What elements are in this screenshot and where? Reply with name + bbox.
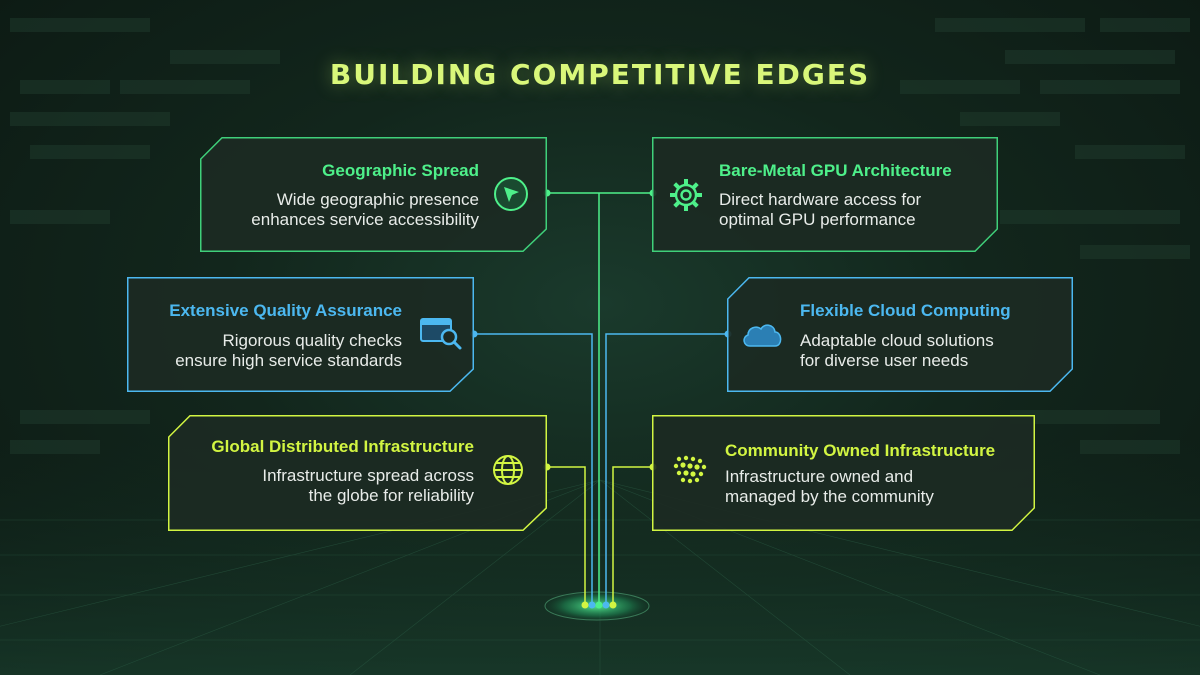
card-description-line2: enhances service accessibility xyxy=(251,210,479,229)
card-geographic-spread: Geographic Spread Wide geographic presen… xyxy=(200,137,547,252)
card-global-distributed: Global Distributed Infrastructure Infras… xyxy=(168,415,547,531)
card-description-line2: the globe for reliability xyxy=(308,486,474,505)
card-description-line1: Wide geographic presence xyxy=(276,190,479,209)
card-title: Community Owned Infrastructure xyxy=(725,441,996,460)
card-description-line2: optimal GPU performance xyxy=(719,210,916,229)
gear-icon xyxy=(670,179,702,211)
connector-dot xyxy=(609,601,617,609)
card-description-line2: for diverse user needs xyxy=(800,351,969,370)
connector-dot xyxy=(588,601,596,609)
card-bare-metal-gpu: Bare-Metal GPU Architecture Direct hardw… xyxy=(652,137,998,252)
card-title: Bare-Metal GPU Architecture xyxy=(719,161,952,180)
base-platform-glow xyxy=(542,590,652,622)
card-title: Extensive Quality Assurance xyxy=(169,301,402,320)
card-description-line1: Direct hardware access for xyxy=(719,190,922,209)
cloud-icon xyxy=(743,324,782,347)
card-quality-assurance: Extensive Quality Assurance Rigorous qua… xyxy=(127,277,474,392)
card-community-owned: Community Owned Infrastructure Infrastru… xyxy=(652,415,1035,531)
compass-icon xyxy=(494,177,528,211)
card-title: Global Distributed Infrastructure xyxy=(211,437,474,456)
page-title: BUILDING COMPETITIVE EDGES xyxy=(329,58,871,91)
card-description-line1: Infrastructure owned and xyxy=(725,467,914,486)
card-title: Flexible Cloud Computing xyxy=(800,301,1011,320)
search-window-icon xyxy=(420,318,462,350)
card-description-line2: ensure high service standards xyxy=(175,351,402,370)
connector-dot xyxy=(581,601,589,609)
card-description-line2: managed by the community xyxy=(725,487,934,506)
card-description-line1: Adaptable cloud solutions xyxy=(800,331,994,350)
card-title: Geographic Spread xyxy=(322,161,479,180)
connector-dot xyxy=(595,601,603,609)
dots-cluster-icon xyxy=(673,455,707,484)
globe-icon xyxy=(493,455,523,485)
card-description-line1: Infrastructure spread across xyxy=(262,466,474,485)
card-flexible-cloud: Flexible Cloud Computing Adaptable cloud… xyxy=(727,277,1073,392)
connector-dot xyxy=(602,601,610,609)
card-description-line1: Rigorous quality checks xyxy=(222,331,402,350)
